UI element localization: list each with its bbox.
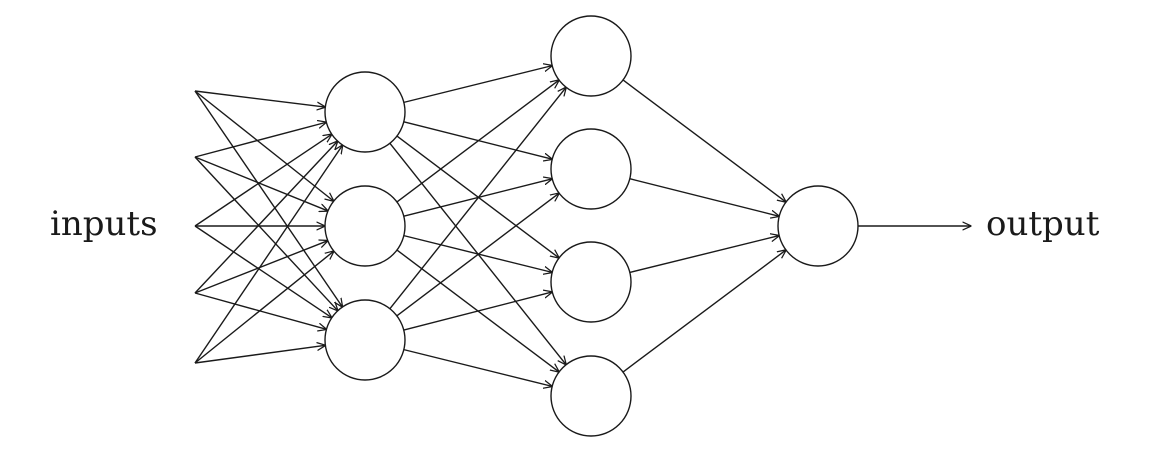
connection-arrow [403,348,552,387]
neuron-output-1 [777,185,859,267]
neuron-hidden-2-1 [550,15,632,97]
connection-arrow [194,241,328,294]
connection-arrow [629,178,779,217]
connection-arrow [403,66,552,104]
connections [194,66,971,387]
inputs-label: inputs [50,204,158,244]
connection-arrow [194,292,326,329]
connection-arrow [194,90,342,307]
connection-arrow [194,90,334,201]
connection-arrow [194,156,338,311]
connection-arrow [194,141,338,294]
connection-arrow [194,145,343,364]
connection-arrow [194,225,332,318]
connection-arrow [396,80,559,203]
connection-arrow [194,345,325,364]
neuron-hidden-2-2 [550,128,632,210]
neuron-hidden-1-2 [324,185,406,267]
connection-arrow [194,156,328,211]
neuron-hidden-2-4 [550,355,632,437]
connection-arrow [622,250,786,373]
neuron-hidden-1-1 [324,71,406,153]
connection-arrow [629,236,779,274]
connection-arrow [622,79,786,202]
output-label: output [986,204,1100,244]
neurons [324,15,859,437]
neuron-hidden-1-3 [324,299,406,381]
connection-arrow [194,122,326,158]
connection-arrow [194,134,332,227]
connection-arrow [403,292,553,331]
connection-arrow [194,90,325,107]
connection-arrow [389,87,566,310]
neuron-hidden-2-3 [550,241,632,323]
connection-arrow [194,251,334,364]
connection-arrow [396,193,559,317]
